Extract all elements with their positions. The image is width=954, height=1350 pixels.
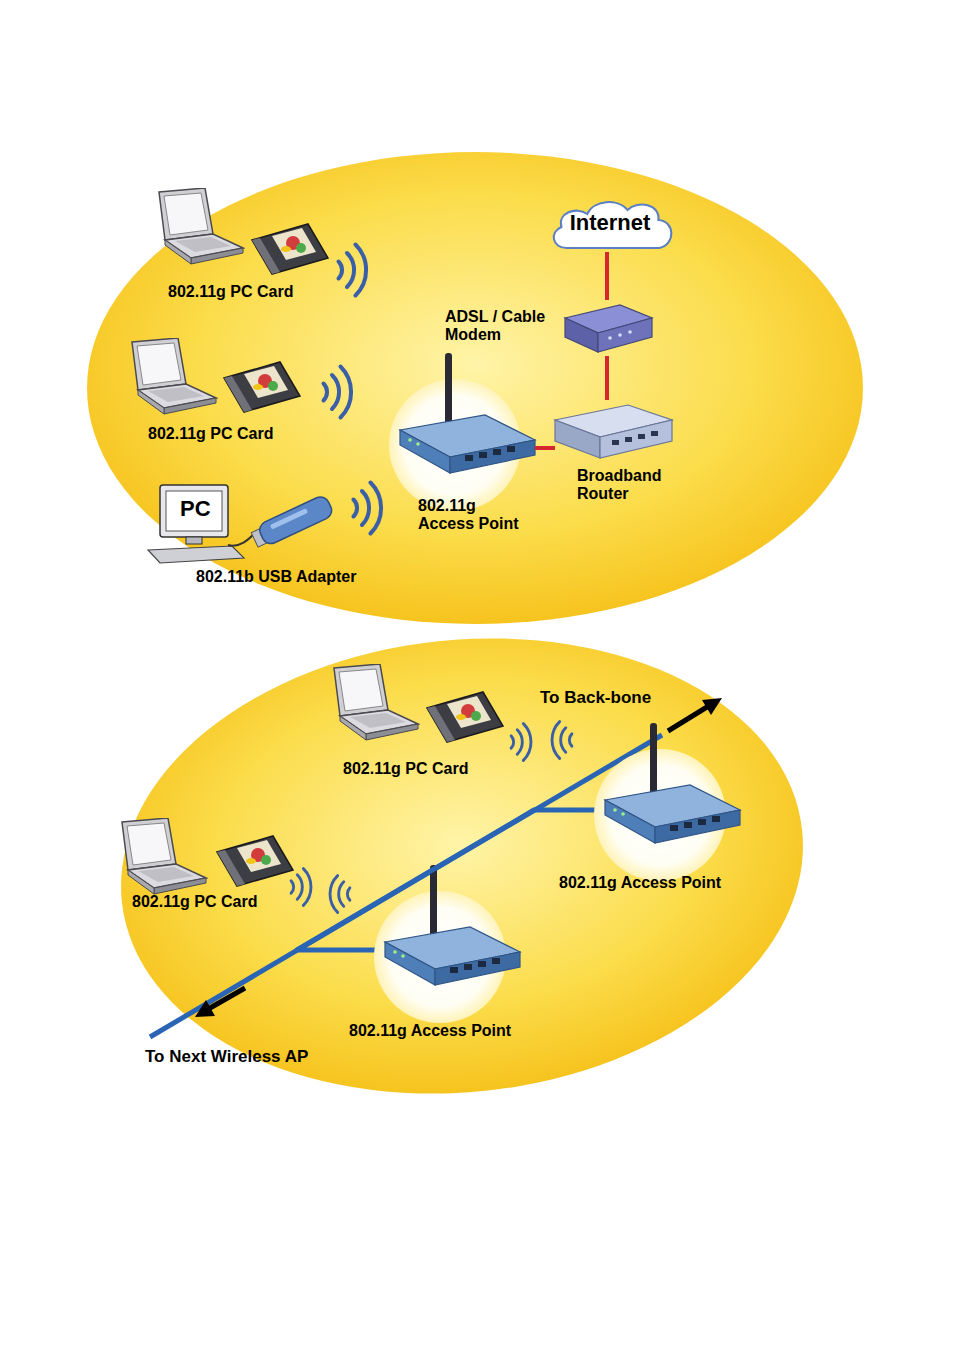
wireless-waves bbox=[339, 245, 367, 296]
yellow-ground bbox=[87, 152, 863, 624]
wireless-waves bbox=[330, 876, 350, 913]
desktop-pc bbox=[148, 485, 256, 563]
modem bbox=[565, 305, 652, 352]
laptop-node: 802.11g PC Card bbox=[105, 815, 297, 917]
wireless-waves bbox=[354, 483, 382, 534]
pc-card bbox=[224, 362, 300, 412]
wireless-waves bbox=[291, 869, 311, 906]
internet-cloud: Internet bbox=[546, 196, 678, 252]
pc-card bbox=[252, 224, 328, 274]
laptop bbox=[159, 188, 243, 264]
pc-card bbox=[427, 692, 503, 742]
device-label: 802.11g PC Card bbox=[132, 893, 257, 911]
pc-node: PC 802.11b USB Adapter bbox=[145, 482, 380, 590]
device-label: 802.11b USB Adapter bbox=[196, 568, 356, 586]
yellow-ground bbox=[98, 605, 825, 1126]
wireless-waves bbox=[511, 724, 531, 761]
laptop-node: 802.11g PC Card bbox=[140, 185, 325, 305]
screen-text: PC bbox=[180, 496, 211, 521]
device-label: 802.11g Access Point bbox=[418, 497, 530, 534]
device-label: ADSL / Cable Modem bbox=[445, 308, 557, 345]
device-label: Broadband Router bbox=[577, 467, 677, 504]
laptop bbox=[122, 818, 206, 894]
router bbox=[555, 405, 672, 458]
laptop-node: 802.11g PC Card bbox=[112, 335, 307, 447]
device-label: 802.11g PC Card bbox=[168, 283, 293, 301]
next-ap-label: To Next Wireless AP bbox=[145, 1047, 308, 1067]
pc-card bbox=[217, 836, 293, 886]
backbone-link bbox=[297, 810, 555, 950]
device-label: 802.11g Access Point bbox=[559, 874, 721, 892]
wireless-waves bbox=[552, 722, 572, 759]
access-point-node: 802.11g Access Point bbox=[345, 860, 535, 1045]
wired-link bbox=[605, 356, 609, 400]
access-point bbox=[594, 723, 740, 881]
device-label: 802.11g PC Card bbox=[343, 760, 468, 778]
usb-adapter bbox=[250, 494, 335, 550]
device-label: 802.11g Access Point bbox=[349, 1022, 511, 1040]
access-point-node: 802.11g Access Point bbox=[395, 358, 535, 538]
backbone-label: To Back-bone bbox=[540, 688, 651, 708]
laptop bbox=[132, 338, 216, 414]
device-label: 802.11g PC Card bbox=[148, 425, 273, 443]
wired-link bbox=[535, 446, 555, 450]
device-label: Internet bbox=[546, 210, 674, 235]
wireless-waves bbox=[324, 367, 352, 418]
access-point-node: 802.11g Access Point bbox=[555, 715, 745, 896]
router-node: Broadband Router bbox=[555, 400, 681, 510]
wired-link bbox=[605, 252, 609, 300]
next-ap-arrow bbox=[195, 988, 245, 1017]
laptop-node: 802.11g PC Card bbox=[315, 660, 510, 782]
access-point bbox=[389, 353, 535, 511]
laptop bbox=[334, 664, 418, 740]
backbone-arrow bbox=[668, 698, 722, 731]
modem-node: ADSL / Cable Modem bbox=[440, 300, 658, 356]
